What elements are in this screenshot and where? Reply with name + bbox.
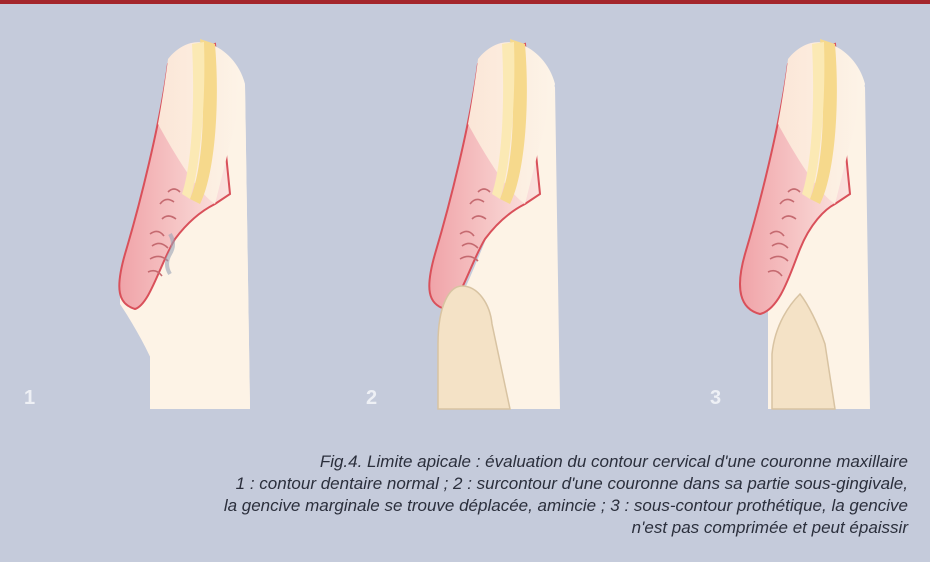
panel-1-illustration xyxy=(119,39,250,409)
panel-2-illustration xyxy=(429,39,560,409)
caption-line: Fig.4. Limite apicale : évaluation du co… xyxy=(28,451,908,473)
caption-line: 1 : contour dentaire normal ; 2 : surcon… xyxy=(28,473,908,495)
caption-line: la gencive marginale se trouve déplacée,… xyxy=(28,495,908,517)
panel-3-illustration xyxy=(740,39,870,409)
caption-line: n'est pas comprimée et peut épaissir xyxy=(28,517,908,539)
root-profile xyxy=(238,84,250,409)
figure-caption: Fig.4. Limite apicale : évaluation du co… xyxy=(28,451,908,539)
panel-number-2: 2 xyxy=(366,387,377,410)
tooth-diagram xyxy=(0,4,930,414)
panel-number-3: 3 xyxy=(710,387,721,410)
panel-number-1: 1 xyxy=(24,387,35,410)
